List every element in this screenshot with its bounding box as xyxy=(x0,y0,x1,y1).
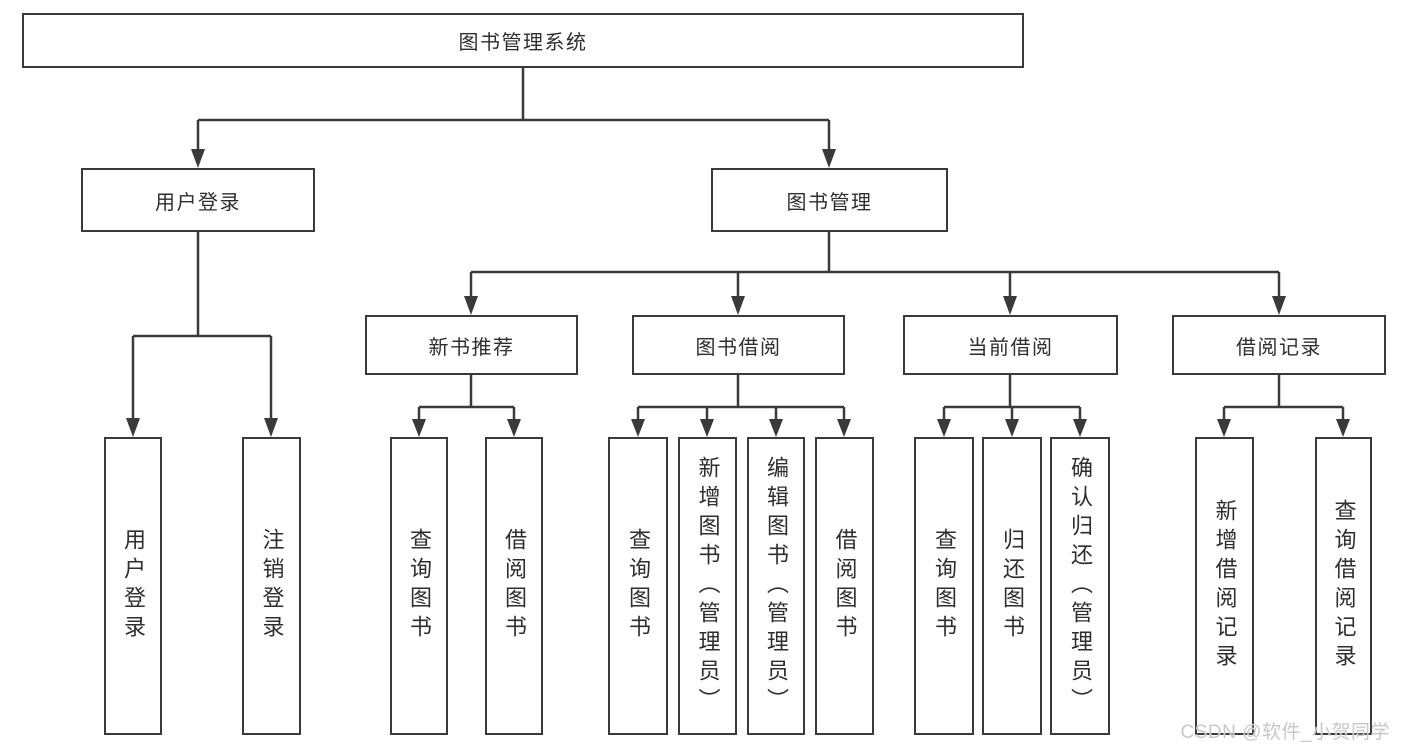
node-label: 新增图书（管理员） xyxy=(695,455,721,717)
node-label: 归还图书 xyxy=(1000,528,1025,644)
node-book-management: 图书管理 xyxy=(711,168,948,232)
node-label: 注销登录 xyxy=(259,528,285,644)
leaf-query-borrow-record: 查询借阅记录 xyxy=(1315,437,1372,735)
node-label: 查询图书 xyxy=(407,528,432,644)
leaf-logout: 注销登录 xyxy=(242,437,301,735)
leaf-add-books-admin: 新增图书（管理员） xyxy=(678,437,737,735)
leaf-query-books-borrowing: 查询图书 xyxy=(608,437,668,735)
arrowheads xyxy=(126,149,1350,437)
node-label: 用户登录 xyxy=(121,528,146,644)
node-current-borrowing: 当前借阅 xyxy=(903,315,1118,375)
leaf-return-books: 归还图书 xyxy=(982,437,1042,735)
leaf-borrow-books: 借阅图书 xyxy=(815,437,874,735)
node-label: 图书管理系统 xyxy=(458,32,588,54)
leaf-add-borrow-record: 新增借阅记录 xyxy=(1195,437,1254,735)
node-new-book-recommend: 新书推荐 xyxy=(365,315,578,375)
node-label: 确认归还（管理员） xyxy=(1068,455,1093,717)
node-label: 编辑图书（管理员） xyxy=(764,455,789,717)
leaf-query-books-recommend: 查询图书 xyxy=(390,437,448,735)
node-label: 借阅图书 xyxy=(832,528,858,644)
node-label: 查询借阅记录 xyxy=(1331,499,1357,673)
node-user-login: 用户登录 xyxy=(81,168,315,232)
leaf-edit-books-admin: 编辑图书（管理员） xyxy=(747,437,805,735)
leaf-confirm-return-admin: 确认归还（管理员） xyxy=(1050,437,1110,735)
node-label: 查询图书 xyxy=(626,528,651,644)
node-borrowing-records: 借阅记录 xyxy=(1172,315,1386,375)
node-label: 查询图书 xyxy=(932,528,957,644)
node-label: 图书管理 xyxy=(786,191,873,214)
csdn-watermark: CSDN @软件_小贺同学 xyxy=(1180,722,1390,743)
node-label: 用户登录 xyxy=(155,191,241,214)
leaf-query-books-current: 查询图书 xyxy=(914,437,974,735)
node-label: 当前借阅 xyxy=(967,336,1054,359)
node-label: 借阅记录 xyxy=(1236,336,1322,359)
node-label: 借阅图书 xyxy=(502,528,527,644)
node-book-borrowing: 图书借阅 xyxy=(632,315,845,375)
leaf-borrow-books-recommend: 借阅图书 xyxy=(485,437,543,735)
node-label: 图书借阅 xyxy=(695,336,782,359)
node-label: 新书推荐 xyxy=(428,336,515,359)
node-label: 新增借阅记录 xyxy=(1212,499,1238,673)
leaf-user-login: 用户登录 xyxy=(104,437,162,735)
node-library-management-system: 图书管理系统 xyxy=(22,13,1024,68)
